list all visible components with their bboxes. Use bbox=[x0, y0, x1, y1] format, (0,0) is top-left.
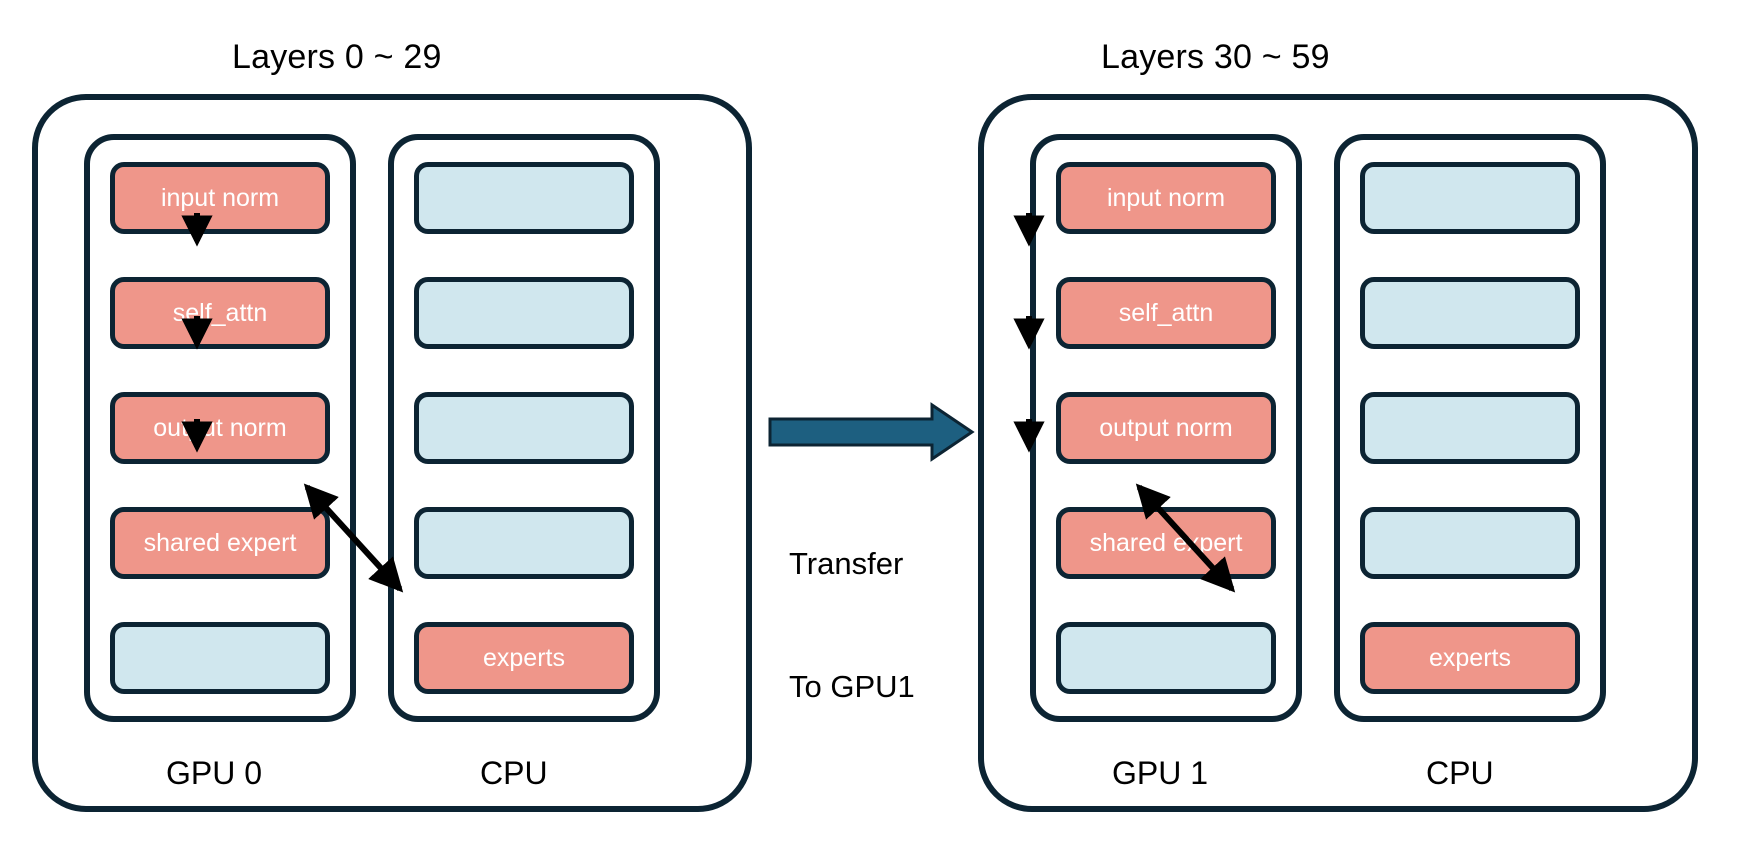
block-empty-cpu0-3[interactable] bbox=[414, 392, 634, 464]
column-cpu1[interactable]: experts bbox=[1334, 134, 1606, 722]
block-empty-cpu1-4[interactable] bbox=[1360, 507, 1580, 579]
transfer-arrow-shape bbox=[768, 402, 975, 462]
block-experts-cpu1[interactable]: experts bbox=[1360, 622, 1580, 694]
block-empty-gpu0[interactable] bbox=[110, 622, 330, 694]
label-cpu0: CPU bbox=[480, 755, 548, 791]
block-empty-cpu0-1[interactable] bbox=[414, 162, 634, 234]
block-output-norm-gpu1[interactable]: output norm bbox=[1056, 392, 1276, 464]
transfer-caption-line1: Transfer bbox=[789, 545, 904, 581]
label-gpu1: GPU 1 bbox=[1112, 755, 1209, 791]
block-empty-gpu1[interactable] bbox=[1056, 622, 1276, 694]
block-empty-cpu0-2[interactable] bbox=[414, 277, 634, 349]
block-shared-expert-gpu1[interactable]: shared expert bbox=[1056, 507, 1276, 579]
block-input-norm-gpu0[interactable]: input norm bbox=[110, 162, 330, 234]
block-empty-cpu1-2[interactable] bbox=[1360, 277, 1580, 349]
transfer-arrow bbox=[768, 402, 975, 462]
transfer-caption: Transfer To GPU1 bbox=[789, 462, 915, 789]
group-title-left: Layers 0 ~ 29 bbox=[232, 38, 442, 76]
block-empty-cpu1-1[interactable] bbox=[1360, 162, 1580, 234]
device-group-left: input norm self_attn output norm shared … bbox=[32, 94, 752, 812]
transfer-caption-line2: To GPU1 bbox=[789, 668, 915, 704]
block-self-attn-gpu1[interactable]: self_attn bbox=[1056, 277, 1276, 349]
block-shared-expert-gpu0[interactable]: shared expert bbox=[110, 507, 330, 579]
group-title-right: Layers 30 ~ 59 bbox=[1101, 38, 1330, 76]
column-cpu0[interactable]: experts bbox=[388, 134, 660, 722]
block-input-norm-gpu1[interactable]: input norm bbox=[1056, 162, 1276, 234]
block-empty-cpu0-4[interactable] bbox=[414, 507, 634, 579]
device-group-right: input norm self_attn output norm shared … bbox=[978, 94, 1698, 812]
label-gpu0: GPU 0 bbox=[166, 755, 263, 791]
block-output-norm-gpu0[interactable]: output norm bbox=[110, 392, 330, 464]
column-gpu0[interactable]: input norm self_attn output norm shared … bbox=[84, 134, 356, 722]
block-empty-cpu1-3[interactable] bbox=[1360, 392, 1580, 464]
label-cpu1: CPU bbox=[1426, 755, 1494, 791]
column-gpu1[interactable]: input norm self_attn output norm shared … bbox=[1030, 134, 1302, 722]
block-self-attn-gpu0[interactable]: self_attn bbox=[110, 277, 330, 349]
block-experts-cpu0[interactable]: experts bbox=[414, 622, 634, 694]
